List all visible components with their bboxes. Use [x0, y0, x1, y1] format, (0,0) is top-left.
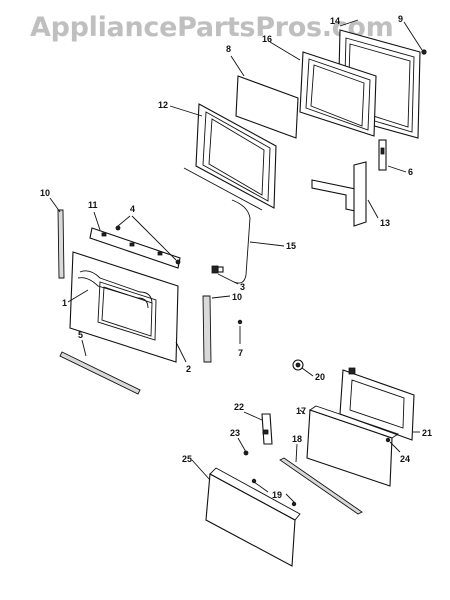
label-15: 15: [286, 241, 296, 251]
label-23: 23: [230, 428, 240, 438]
label-25: 25: [182, 454, 192, 464]
leader-lines: [49, 19, 423, 503]
part-17-drawer-inner-front[interactable]: [306, 405, 400, 487]
part-8-inner-glass[interactable]: [235, 75, 299, 139]
label-13: 13: [380, 218, 390, 228]
part-20-nut[interactable]: [292, 359, 304, 371]
label-6: 6: [408, 167, 413, 177]
watermark: AppliancePartsPros.com: [30, 12, 393, 43]
label-21: 21: [422, 428, 432, 438]
part-10b-side-trim[interactable]: [202, 295, 212, 363]
part-10a-side-trim[interactable]: [57, 209, 65, 279]
label-14: 14: [330, 16, 340, 26]
part-11-top-trim[interactable]: [89, 227, 181, 269]
label-10a: 10: [40, 188, 50, 198]
part-9-screw[interactable]: [421, 49, 427, 55]
label-18: 18: [292, 434, 302, 444]
part-3-clip[interactable]: [211, 265, 224, 274]
label-17: 17: [296, 406, 306, 416]
label-7: 7: [238, 348, 243, 358]
part-1-outer-door-panel[interactable]: [69, 251, 179, 363]
part-25-drawer-front-panel[interactable]: [205, 467, 301, 567]
part-15-door-gasket[interactable]: [231, 199, 251, 284]
label-9: 9: [398, 14, 403, 24]
part-13-side-bracket[interactable]: [311, 161, 367, 227]
label-8: 8: [226, 44, 231, 54]
label-24: 24: [400, 454, 410, 464]
label-1: 1: [62, 298, 67, 308]
part-5-bottom-trim[interactable]: [59, 351, 141, 395]
label-11: 11: [88, 200, 98, 210]
label-10b: 10: [232, 292, 242, 302]
label-5: 5: [78, 330, 83, 340]
part-7-screw[interactable]: [237, 319, 243, 325]
part-24-screw[interactable]: [385, 437, 391, 443]
label-4: 4: [130, 204, 135, 214]
part-18-drawer-rod[interactable]: [279, 457, 363, 515]
part-22-bracket[interactable]: [261, 413, 273, 445]
label-16: 16: [262, 34, 272, 44]
part-6-hinge-bracket[interactable]: [378, 139, 387, 171]
label-2: 2: [186, 364, 191, 374]
part-19-screws[interactable]: [251, 478, 297, 507]
label-3: 3: [240, 282, 245, 292]
part-16-glass-frame[interactable]: [299, 51, 377, 137]
label-22: 22: [234, 402, 244, 412]
label-19: 19: [272, 490, 282, 500]
part-12-inner-door-liner[interactable]: [183, 103, 277, 211]
label-12: 12: [158, 100, 168, 110]
part-23-screw[interactable]: [243, 450, 249, 456]
part-labels: 9 14 16 8 12 6 13 15 3 4 11 10 1 2 10 7 …: [40, 14, 432, 500]
part-21-drawer-frame[interactable]: [339, 367, 415, 441]
label-20: 20: [315, 372, 325, 382]
